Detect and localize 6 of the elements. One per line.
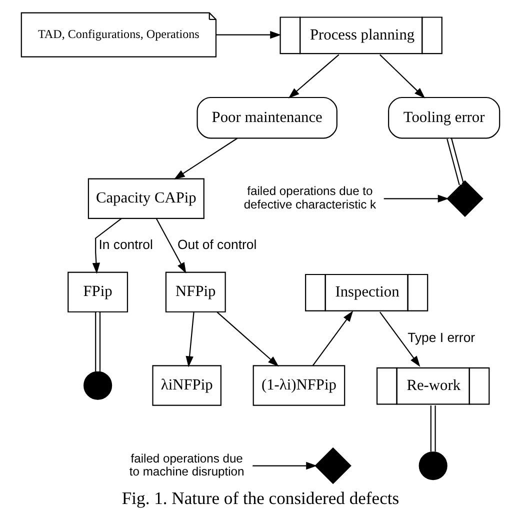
edge-label: Out of control xyxy=(176,236,256,252)
edge-label: Type I error xyxy=(407,330,475,346)
node-text: failed operations due to machine disruption xyxy=(128,451,244,478)
caption: Fig. 1. Nature of the considered defects xyxy=(121,488,399,508)
node-text: failed operations due to defective characteristic k xyxy=(243,184,376,212)
edge-label: In control xyxy=(98,236,152,252)
